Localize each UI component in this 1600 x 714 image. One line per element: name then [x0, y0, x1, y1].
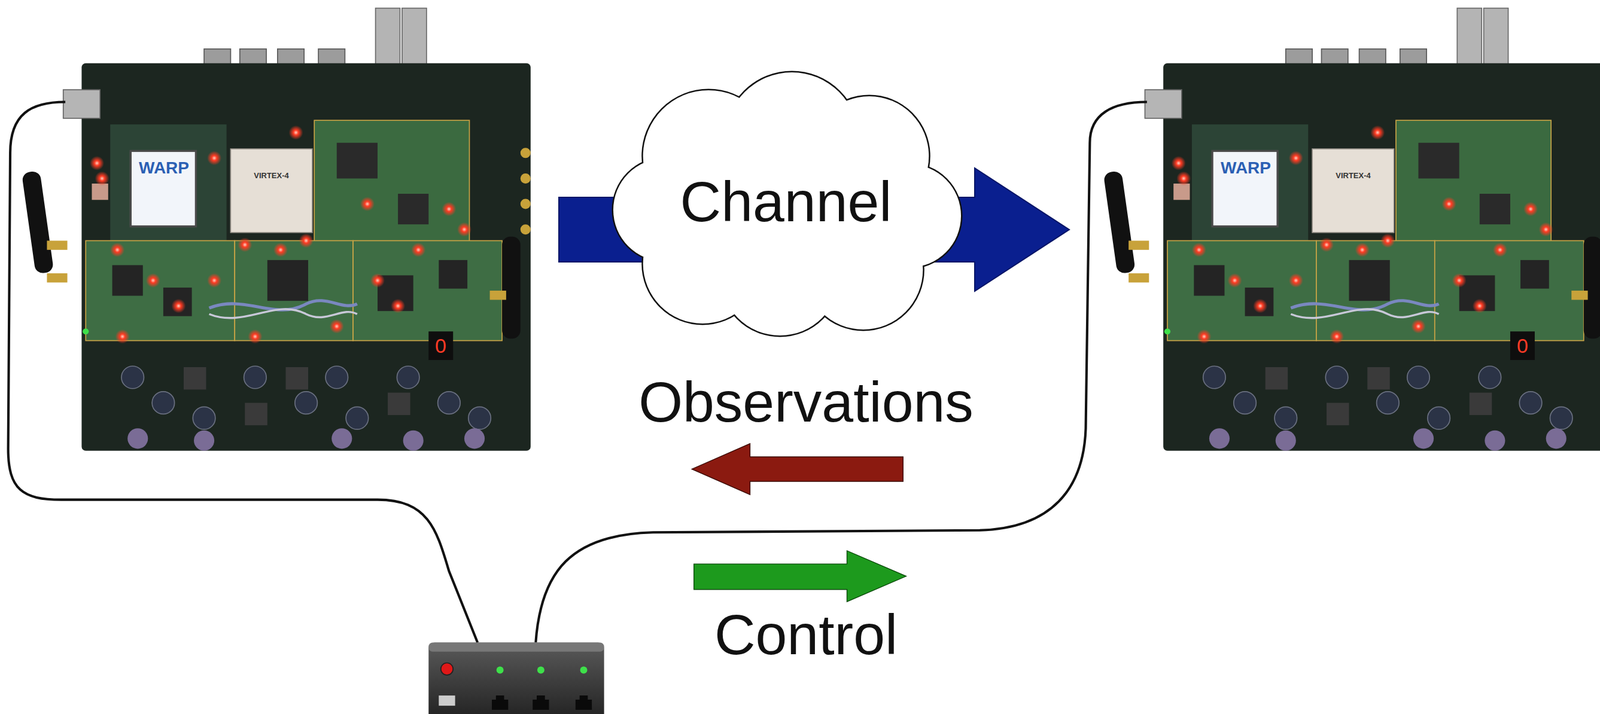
- observations-arrow: [691, 443, 903, 495]
- lcd-text: WARP: [1214, 157, 1278, 179]
- arrow-label: Control: [714, 603, 898, 667]
- warp-board: WARP VIRTEX-4 0: [81, 10, 531, 449]
- warp-board-photo: [1103, 8, 1600, 452]
- channel-cloud: Channel: [607, 66, 965, 337]
- seven-segment-digit: 0: [1510, 331, 1535, 361]
- seven-segment-digit: 0: [428, 331, 453, 361]
- arrow-label: Observations: [638, 370, 974, 434]
- lcd-text: WARP: [132, 157, 196, 179]
- control-arrow: [694, 551, 907, 602]
- network-switch: [428, 642, 604, 714]
- warp-board: WARP VIRTEX-4 0: [1163, 10, 1600, 449]
- chip-marking: VIRTEX-4: [232, 170, 311, 182]
- cloud-label: Channel: [680, 170, 893, 234]
- warp-board-photo: [21, 8, 531, 452]
- ethernet-cable: [8, 102, 1148, 644]
- chip-marking: VIRTEX-4: [1313, 170, 1393, 182]
